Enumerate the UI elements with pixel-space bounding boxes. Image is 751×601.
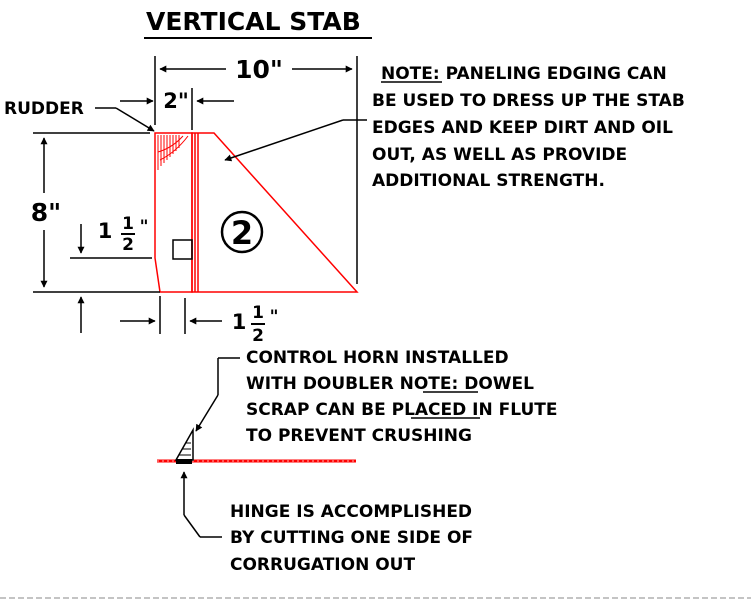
hinge-leader bbox=[180, 471, 222, 538]
dowel-scrap bbox=[176, 459, 192, 464]
rudder-hatching bbox=[157, 135, 189, 170]
control-horn-note-line: WITH DOUBLER NOTE: DOWEL bbox=[246, 374, 534, 394]
hinge-detail bbox=[157, 427, 356, 464]
paneling-note-line: ADDITIONAL STRENGTH. bbox=[372, 171, 605, 191]
dim-bottom-bevel bbox=[120, 296, 222, 334]
part-number-circle bbox=[220, 210, 264, 254]
rudder-label: RUDDER bbox=[4, 99, 84, 119]
paneling-note: NOTE: PANELING EDGING CAN BE USED TO DRE… bbox=[372, 64, 685, 191]
dim-bottom-bevel-den: 2 bbox=[252, 326, 264, 346]
hinge-note-line: BY CUTTING ONE SIDE OF bbox=[230, 528, 473, 548]
dim-left-bevel-whole: 1 bbox=[98, 219, 113, 243]
rudder-outline bbox=[154, 132, 193, 293]
dim-overall-width-label: 10" bbox=[235, 55, 283, 84]
paneling-note-line: NOTE: PANELING EDGING CAN bbox=[381, 64, 667, 84]
control-horn-note: CONTROL HORN INSTALLED WITH DOUBLER NOTE… bbox=[246, 348, 558, 446]
stab-triangle-outline bbox=[191, 132, 359, 293]
hinge-note: HINGE IS ACCOMPLISHED BY CUTTING ONE SID… bbox=[230, 502, 473, 575]
dim-rudder-width-label: 2" bbox=[163, 89, 189, 113]
paneling-leader bbox=[224, 119, 367, 162]
part-number: 2 bbox=[231, 214, 253, 252]
dim-bottom-bevel-num: 1 bbox=[252, 303, 264, 323]
dim-height bbox=[33, 132, 160, 293]
dim-bottom-bevel-whole: 1 bbox=[232, 310, 247, 334]
hinge-note-line: HINGE IS ACCOMPLISHED bbox=[230, 502, 472, 522]
dim-left-bevel-num: 1 bbox=[122, 214, 134, 234]
paneling-note-line: BE USED TO DRESS UP THE STAB bbox=[372, 91, 685, 111]
control-horn-note-line: TO PREVENT CRUSHING bbox=[246, 426, 472, 446]
diagram-title: VERTICAL STAB bbox=[146, 7, 361, 36]
dim-left-bevel-den: 2 bbox=[122, 235, 134, 255]
dim-bottom-bevel-unit: " bbox=[270, 307, 279, 327]
hinge-note-line: CORRUGATION OUT bbox=[230, 555, 415, 575]
dim-rudder-width bbox=[120, 88, 234, 130]
paneling-note-line: EDGES AND KEEP DIRT AND OIL bbox=[372, 118, 673, 138]
stab-part bbox=[154, 132, 359, 293]
rudder-leader-arrow bbox=[115, 107, 155, 132]
control-horn-note-line: SCRAP CAN BE PLACED IN FLUTE bbox=[246, 400, 558, 420]
dim-height-label: 8" bbox=[31, 198, 61, 227]
control-horn-note-line: CONTROL HORN INSTALLED bbox=[246, 348, 509, 368]
control-horn-leader bbox=[195, 357, 240, 432]
dim-left-bevel-unit: " bbox=[140, 217, 149, 237]
control-horn-square bbox=[172, 239, 193, 260]
dim-overall-width bbox=[154, 56, 358, 284]
dim-left-bevel bbox=[70, 224, 152, 333]
paneling-note-line: OUT, AS WELL AS PROVIDE bbox=[372, 145, 627, 165]
